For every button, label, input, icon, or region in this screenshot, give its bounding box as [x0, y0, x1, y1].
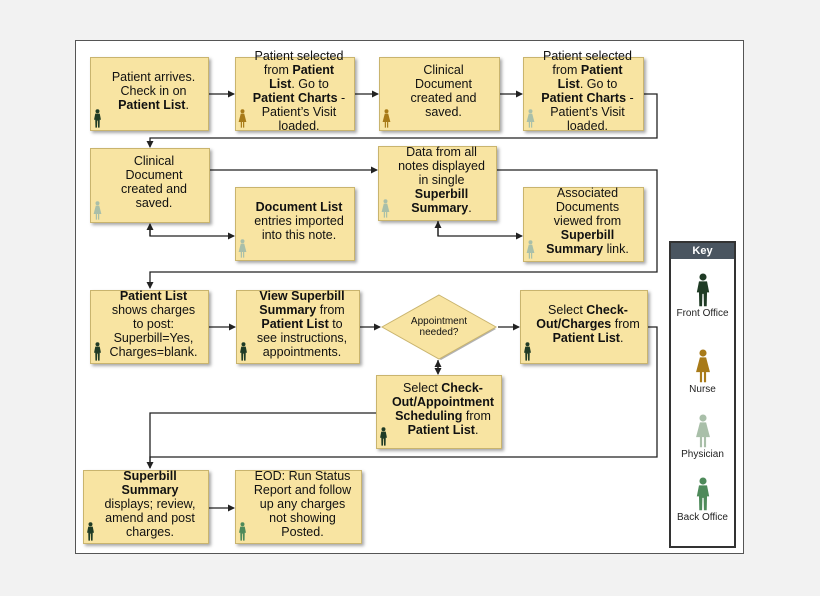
- box-patient-arrives: Patient arrives. Check in on Patient Lis…: [90, 57, 209, 131]
- key-label: Physician: [681, 449, 724, 460]
- box-physician-patient-selected: Patient selected from Patient List. Go t…: [523, 49, 644, 133]
- box-nurse-patient-selected: Patient selected from Patient List. Go t…: [235, 49, 355, 133]
- box-text: View Superbill Summary from Patient List…: [256, 288, 348, 359]
- person-icon-front-office: [380, 427, 387, 446]
- box-nurse-clinical-document: Clinical Document created and saved.: [379, 57, 500, 131]
- box-text: Select Check-Out/Charges from Patient Li…: [536, 302, 640, 345]
- box-text: Patient selected from Patient List. Go t…: [541, 48, 634, 133]
- person-icon-physician: [526, 240, 535, 259]
- box-view-superbill-summary: View Superbill Summary from Patient List…: [236, 288, 360, 364]
- box-text: Associated Documents viewed from Superbi…: [546, 186, 629, 256]
- box-superbill-summary-review: Superbill Summary displays; review, amen…: [83, 468, 209, 544]
- person-icon-physician: [695, 414, 710, 448]
- person-icon-front-office: [240, 342, 247, 361]
- box-superbill-summary-data: Data from all notes displayed in single …: [378, 145, 497, 221]
- person-icon-back-office: [239, 522, 246, 541]
- key-item-front-office: Front Office: [671, 273, 734, 319]
- box-physician-clinical-document: Clinical Document created and saved.: [90, 148, 210, 223]
- key-legend: Key Front Office Nurse Physician Back Of…: [669, 241, 736, 548]
- person-icon-front-office: [524, 342, 531, 361]
- person-icon-nurse: [382, 109, 391, 128]
- person-icon-physician: [526, 109, 535, 128]
- person-icon-nurse: [238, 109, 247, 128]
- box-check-out-charges: Select Check-Out/Charges from Patient Li…: [520, 290, 648, 364]
- person-icon-back-office: [696, 477, 709, 511]
- box-check-out-appointment: Select Check-Out/Appointment Scheduling …: [376, 375, 502, 449]
- person-icon-front-office: [94, 109, 101, 128]
- person-icon-nurse: [695, 349, 710, 383]
- box-text: Patient arrives. Check in on Patient Lis…: [111, 69, 196, 112]
- box-text: Select Check-Out/Appointment Scheduling …: [391, 380, 495, 437]
- box-eod-status-report: EOD: Run Status Report and follow up any…: [235, 468, 362, 544]
- key-item-physician: Physician: [671, 414, 734, 460]
- key-item-nurse: Nurse: [671, 349, 734, 395]
- box-text: Data from all notes displayed in single …: [398, 145, 485, 215]
- person-icon-physician: [381, 199, 390, 218]
- box-text: Clinical Document created and saved.: [120, 154, 188, 210]
- person-icon-physician: [238, 239, 247, 258]
- person-icon-front-office: [696, 273, 709, 307]
- person-icon-physician: [93, 201, 102, 220]
- box-text: Clinical Document created and saved.: [410, 62, 477, 119]
- box-document-list: Document List entries imported into this…: [235, 187, 355, 261]
- key-item-back-office: Back Office: [671, 477, 734, 523]
- box-text: Patient List shows charges to post: Supe…: [109, 288, 198, 359]
- box-text: Document List entries imported into this…: [254, 199, 344, 242]
- box-patient-list-charges: Patient List shows charges to post: Supe…: [90, 288, 209, 364]
- key-label: Front Office: [676, 308, 729, 319]
- person-icon-front-office: [94, 342, 101, 361]
- box-associated-documents: Associated Documents viewed from Superbi…: [523, 186, 644, 262]
- decision-diamond: Appointment needed?: [380, 294, 498, 360]
- box-text: EOD: Run Status Report and follow up any…: [253, 468, 352, 539]
- key-label: Back Office: [677, 512, 728, 523]
- decision-label: Appointment needed?: [410, 316, 468, 338]
- box-text: Patient selected from Patient List. Go t…: [252, 48, 346, 133]
- box-text: Superbill Summary displays; review, amen…: [104, 468, 196, 539]
- person-icon-front-office: [87, 522, 94, 541]
- key-title: Key: [671, 243, 734, 259]
- key-label: Nurse: [689, 384, 716, 395]
